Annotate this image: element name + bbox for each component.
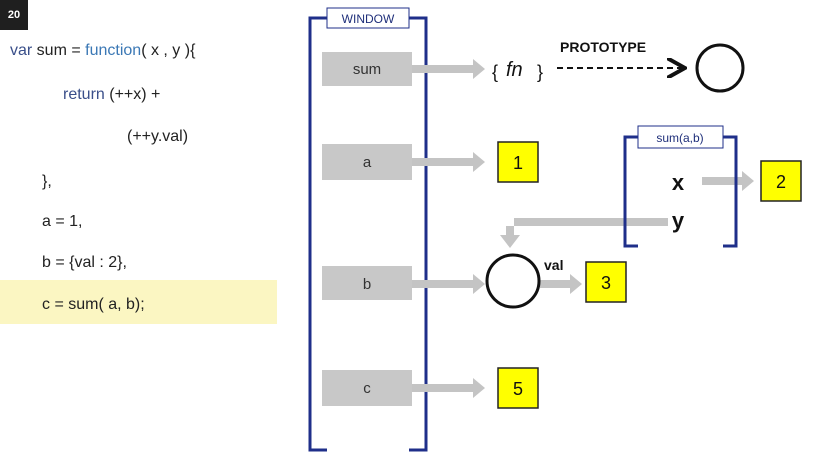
function-object: { fn } PROTOTYPE	[492, 39, 745, 93]
brace-open: {	[492, 62, 498, 82]
value-box-x: 2	[760, 160, 802, 202]
code-line-7: c = sum( a, b);	[42, 296, 145, 313]
value-text: 5	[513, 379, 523, 399]
window-bracket: WINDOW	[308, 7, 428, 452]
keyword-function: function	[85, 42, 142, 59]
arrow-y-to-object	[500, 218, 668, 248]
fn-label: fn	[506, 59, 523, 81]
sum-scope-bracket: sum(a,b) x y	[623, 125, 738, 248]
window-title: WINDOW	[342, 12, 395, 26]
code-line-2: return (++x) +	[63, 86, 160, 104]
keyword-var: var	[10, 42, 33, 59]
scope-title: sum(a,b)	[656, 131, 703, 145]
code-line-5: a = 1,	[42, 213, 83, 230]
object-b: val	[485, 253, 563, 309]
slot-label: b	[363, 276, 371, 293]
code-text: (++x) +	[104, 86, 161, 103]
arrow-a-to-1	[412, 152, 485, 172]
arrow-c-to-5	[412, 378, 485, 398]
slot-label: sum	[353, 61, 381, 78]
gray-arrows	[412, 59, 754, 398]
value-box-a: 1	[497, 141, 539, 183]
code-text: ( x , y ){	[141, 42, 196, 59]
slot-label: c	[363, 380, 371, 397]
brace-close: }	[537, 62, 543, 82]
code-line-1: var sum = function( x , y ){	[10, 42, 195, 60]
param-y-label: y	[672, 208, 685, 233]
code-line-4: },	[42, 173, 52, 190]
slot-label: a	[363, 154, 372, 171]
value-text: 1	[513, 153, 523, 173]
arrow-sum-to-fn	[412, 59, 485, 79]
value-box-c: 5	[497, 367, 539, 409]
prototype-object-circle	[695, 43, 745, 93]
val-label: val	[544, 257, 563, 273]
value-box-val: 3	[585, 261, 627, 303]
code-line-6: b = {val : 2},	[42, 254, 127, 271]
arrow-x-to-2	[702, 171, 754, 191]
object-circle	[485, 253, 541, 309]
slot-c: c	[322, 370, 412, 406]
current-line-highlight	[0, 280, 277, 324]
code-line-3: (++y.val)	[127, 128, 189, 145]
arrow-val-to-3	[540, 274, 582, 294]
slot-a: a	[322, 144, 412, 180]
arrow-b-to-object	[412, 274, 485, 294]
keyword-return: return	[63, 86, 105, 103]
slot-b: b	[322, 266, 412, 300]
value-text: 3	[601, 273, 611, 293]
prototype-label: PROTOTYPE	[560, 39, 646, 55]
value-text: 2	[776, 172, 786, 192]
code-text: sum =	[32, 42, 86, 59]
slide-number-badge: 20	[0, 0, 28, 30]
slot-sum: sum	[322, 52, 412, 86]
param-x-label: x	[672, 170, 685, 195]
